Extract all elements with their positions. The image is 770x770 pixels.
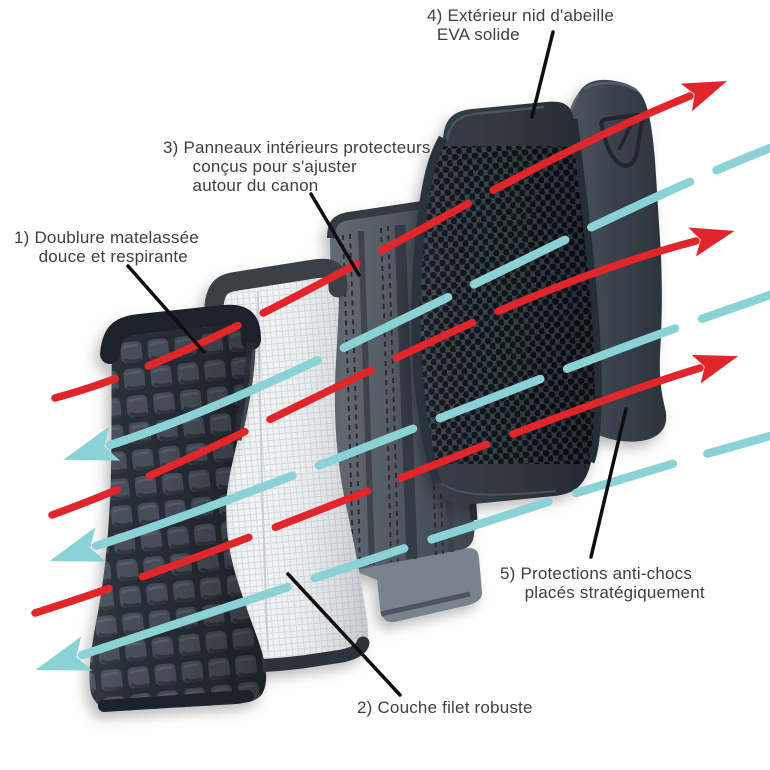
- airflow-in-arrow-2: [48, 227, 735, 519]
- label-pointers: [126, 30, 628, 697]
- label-pointer-2: [286, 572, 402, 697]
- label-pointer-1: [126, 264, 206, 354]
- airflow-out-arrow-1: [63, 143, 770, 461]
- label-3-panneaux-interieurs: 3) Panneaux intérieurs protecteurs conçu…: [163, 138, 431, 195]
- airflow-arrows: [31, 80, 770, 671]
- airflow-in-arrow-1: [51, 80, 728, 402]
- label-1-doublure-matelassee: 1) Doublure matelassée douce et respiran…: [14, 228, 199, 266]
- label-5-protections-anti-chocs: 5) Protections anti-chocs placés stratég…: [500, 564, 705, 602]
- label-2-couche-filet: 2) Couche filet robuste: [357, 698, 533, 717]
- airflow-out-arrow-2: [49, 290, 770, 562]
- label-4-exterieur-nid-abeille: 4) Extérieur nid d'abeille EVA solide: [427, 6, 615, 44]
- airflow-out-arrow-3: [35, 431, 770, 671]
- label-pointer-4: [530, 30, 555, 119]
- label-pointer-5: [589, 407, 628, 559]
- label-pointer-3: [309, 192, 361, 277]
- airflow-in-arrow-3: [31, 354, 739, 617]
- layer-4-honeycomb-eva-shell: [411, 101, 602, 505]
